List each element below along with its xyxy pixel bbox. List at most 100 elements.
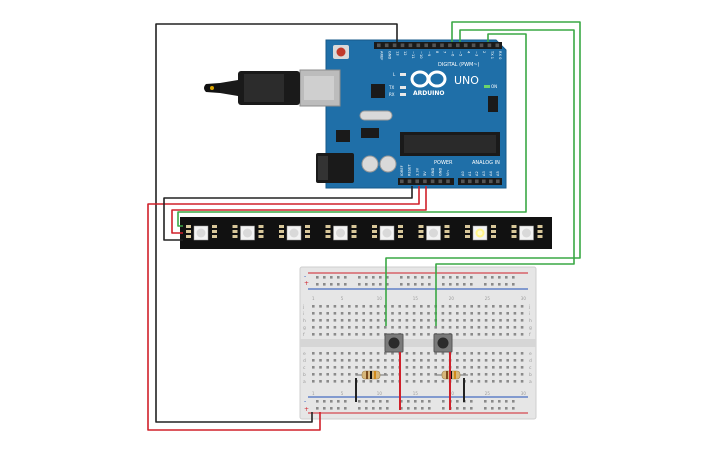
rail-hole[interactable] <box>358 276 361 279</box>
power-pin-socket[interactable] <box>400 179 404 184</box>
digital-pin-socket[interactable] <box>377 43 381 48</box>
breadboard-hole[interactable] <box>484 305 488 308</box>
rail-hole[interactable] <box>484 283 487 286</box>
breadboard-hole[interactable] <box>326 373 329 376</box>
rail-hole[interactable] <box>337 283 340 286</box>
breadboard-hole[interactable] <box>520 352 524 355</box>
breadboard-hole[interactable] <box>434 373 437 376</box>
breadboard-hole[interactable] <box>326 359 329 362</box>
breadboard-hole[interactable] <box>520 305 524 308</box>
rail-hole[interactable] <box>428 400 431 403</box>
breadboard-hole[interactable] <box>340 366 344 369</box>
breadboard-hole[interactable] <box>340 352 344 355</box>
breadboard-hole[interactable] <box>463 352 466 355</box>
breadboard-hole[interactable] <box>506 312 509 315</box>
breadboard-hole[interactable] <box>326 380 329 383</box>
rail-hole[interactable] <box>512 276 515 279</box>
rail-hole[interactable] <box>323 407 326 410</box>
breadboard-hole[interactable] <box>499 380 502 383</box>
breadboard-hole[interactable] <box>441 366 445 369</box>
breadboard-hole[interactable] <box>477 366 481 369</box>
breadboard-hole[interactable] <box>340 305 344 308</box>
breadboard-hole[interactable] <box>520 326 524 329</box>
analog-pin-socket[interactable] <box>482 179 486 184</box>
breadboard-hole[interactable] <box>441 326 445 329</box>
breadboard-hole[interactable] <box>362 305 365 308</box>
breadboard-hole[interactable] <box>348 319 351 322</box>
breadboard-hole[interactable] <box>477 326 481 329</box>
breadboard-hole[interactable] <box>484 326 488 329</box>
breadboard-hole[interactable] <box>456 333 459 336</box>
breadboard-hole[interactable] <box>499 366 502 369</box>
breadboard-hole[interactable] <box>391 305 394 308</box>
breadboard-hole[interactable] <box>441 319 445 322</box>
rail-hole[interactable] <box>498 400 501 403</box>
breadboard-hole[interactable] <box>513 352 517 355</box>
breadboard-hole[interactable] <box>441 312 445 315</box>
breadboard-hole[interactable] <box>362 380 365 383</box>
breadboard-hole[interactable] <box>355 319 358 322</box>
breadboard-hole[interactable] <box>391 312 394 315</box>
breadboard-hole[interactable] <box>434 366 437 369</box>
breadboard-hole[interactable] <box>369 319 373 322</box>
breadboard-hole[interactable] <box>355 326 358 329</box>
breadboard-hole[interactable] <box>492 326 495 329</box>
breadboard-hole[interactable] <box>420 312 423 315</box>
rail-hole[interactable] <box>407 400 410 403</box>
breadboard-hole[interactable] <box>348 380 351 383</box>
digital-pin-socket[interactable] <box>424 43 428 48</box>
rail-hole[interactable] <box>414 400 417 403</box>
breadboard-hole[interactable] <box>492 380 495 383</box>
breadboard-hole[interactable] <box>499 319 502 322</box>
pushbutton-1[interactable] <box>384 333 404 353</box>
breadboard-hole[interactable] <box>312 326 315 329</box>
breadboard-hole[interactable] <box>477 380 481 383</box>
rail-hole[interactable] <box>505 283 508 286</box>
breadboard-hole[interactable] <box>405 333 409 336</box>
breadboard-hole[interactable] <box>355 333 358 336</box>
breadboard-hole[interactable] <box>333 380 337 383</box>
rail-hole[interactable] <box>428 407 431 410</box>
breadboard-hole[interactable] <box>513 380 517 383</box>
rail-hole[interactable] <box>512 283 515 286</box>
breadboard-hole[interactable] <box>492 333 495 336</box>
breadboard-hole[interactable] <box>477 333 481 336</box>
rail-hole[interactable] <box>414 283 417 286</box>
rail-hole[interactable] <box>344 283 347 286</box>
breadboard-hole[interactable] <box>499 305 502 308</box>
breadboard-hole[interactable] <box>506 359 509 362</box>
breadboard-hole[interactable] <box>369 366 373 369</box>
rail-hole[interactable] <box>505 407 508 410</box>
breadboard-hole[interactable] <box>333 352 337 355</box>
rail-hole[interactable] <box>358 283 361 286</box>
breadboard-hole[interactable] <box>312 380 315 383</box>
digital-pin-socket[interactable] <box>495 43 500 48</box>
breadboard-hole[interactable] <box>470 380 473 383</box>
breadboard-hole[interactable] <box>312 305 315 308</box>
rail-hole[interactable] <box>316 400 319 403</box>
breadboard-hole[interactable] <box>340 326 344 329</box>
breadboard-hole[interactable] <box>456 380 459 383</box>
breadboard-hole[interactable] <box>420 319 423 322</box>
breadboard-hole[interactable] <box>506 319 509 322</box>
power-pin-socket[interactable] <box>430 179 435 184</box>
breadboard-hole[interactable] <box>499 333 502 336</box>
breadboard-hole[interactable] <box>513 305 517 308</box>
breadboard-hole[interactable] <box>520 366 524 369</box>
breadboard-hole[interactable] <box>484 366 488 369</box>
digital-pin-socket[interactable] <box>471 43 476 48</box>
breadboard-hole[interactable] <box>520 373 524 376</box>
rail-hole[interactable] <box>449 283 452 286</box>
breadboard-hole[interactable] <box>405 312 409 315</box>
breadboard-hole[interactable] <box>484 333 488 336</box>
rail-hole[interactable] <box>442 276 445 279</box>
breadboard-hole[interactable] <box>348 333 351 336</box>
rail-hole[interactable] <box>484 276 487 279</box>
breadboard-hole[interactable] <box>348 352 351 355</box>
breadboard-hole[interactable] <box>369 326 373 329</box>
breadboard-hole[interactable] <box>319 305 322 308</box>
breadboard-hole[interactable] <box>412 312 416 315</box>
breadboard-hole[interactable] <box>355 312 358 315</box>
breadboard-hole[interactable] <box>391 352 394 355</box>
digital-pin-socket[interactable] <box>432 43 436 48</box>
